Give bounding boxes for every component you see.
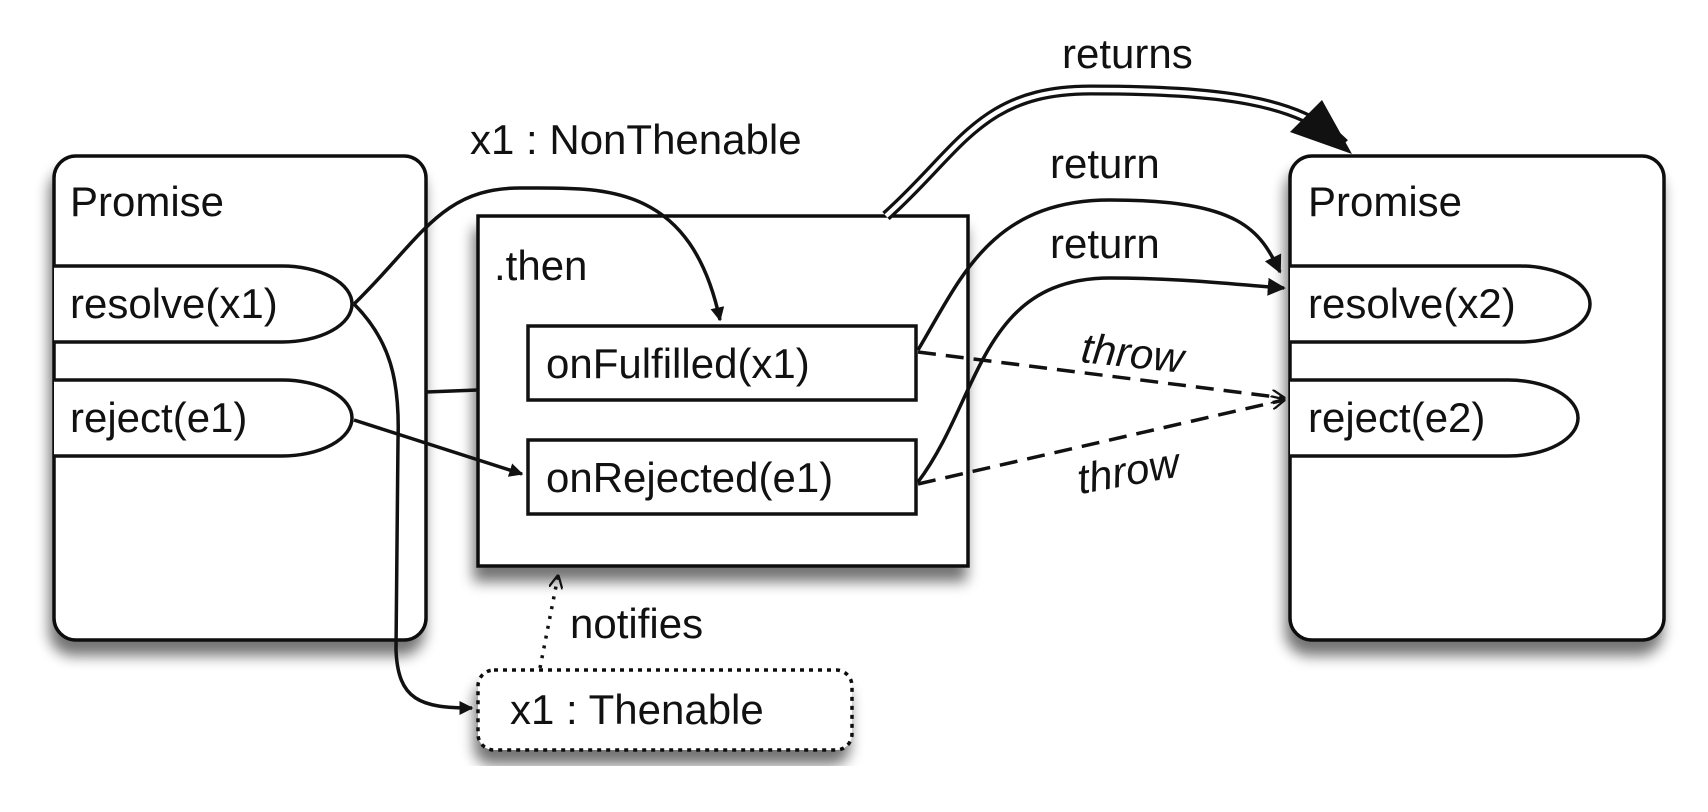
left-promise-title: Promise xyxy=(70,178,224,225)
edge-then-returns-promise-inner xyxy=(884,87,1346,218)
then-box-title: .then xyxy=(494,242,587,289)
thenable-label: x1 : Thenable xyxy=(510,686,764,733)
on-fulfilled-box xyxy=(526,324,918,402)
right-resolve-slot xyxy=(1290,264,1592,344)
edge-label-notifies: notifies xyxy=(570,600,703,647)
left-reject-label: reject(e1) xyxy=(70,394,247,441)
thenable-box xyxy=(476,668,854,752)
edge-resolve-to-on-fulfilled xyxy=(352,186,725,322)
edge-thenable-notifies-then xyxy=(538,576,558,669)
thenable xyxy=(476,668,854,752)
edge-on-rejected-throw xyxy=(917,400,1284,486)
right-promise-title: Promise xyxy=(1308,178,1462,225)
left-resolve-slot xyxy=(54,264,354,344)
left-reject-slot xyxy=(54,378,354,458)
edge-resolve-to-thenable xyxy=(352,302,474,715)
on-rejected-box xyxy=(526,438,918,516)
edge-label-returns: returns xyxy=(1062,30,1193,77)
on-fulfilled-label: onFulfilled(x1) xyxy=(546,340,810,387)
edge-label-throw-rejected: throw xyxy=(1073,438,1185,503)
on-rejected-label: onRejected(e1) xyxy=(546,454,833,501)
edge-on-rejected-return xyxy=(916,276,1286,484)
right-reject-label: reject(e2) xyxy=(1308,394,1485,441)
edge-label-throw-fulfilled: throw xyxy=(1079,324,1189,382)
right-resolve-label: resolve(x2) xyxy=(1308,280,1516,327)
promise-then-link xyxy=(425,388,479,394)
edge-returns-arrowhead xyxy=(1290,100,1352,154)
edge-on-fulfilled-throw xyxy=(917,350,1284,398)
left-resolve-label: resolve(x1) xyxy=(70,280,278,327)
edge-reject-to-on-rejected xyxy=(353,418,524,477)
right-reject-slot xyxy=(1290,378,1580,458)
edge-label-non-thenable: x1 : NonThenable xyxy=(470,116,802,163)
edge-label-return-fulfilled: return xyxy=(1050,140,1160,187)
edge-label-return-rejected: return xyxy=(1050,220,1160,267)
edge-on-fulfilled-return xyxy=(916,198,1282,351)
